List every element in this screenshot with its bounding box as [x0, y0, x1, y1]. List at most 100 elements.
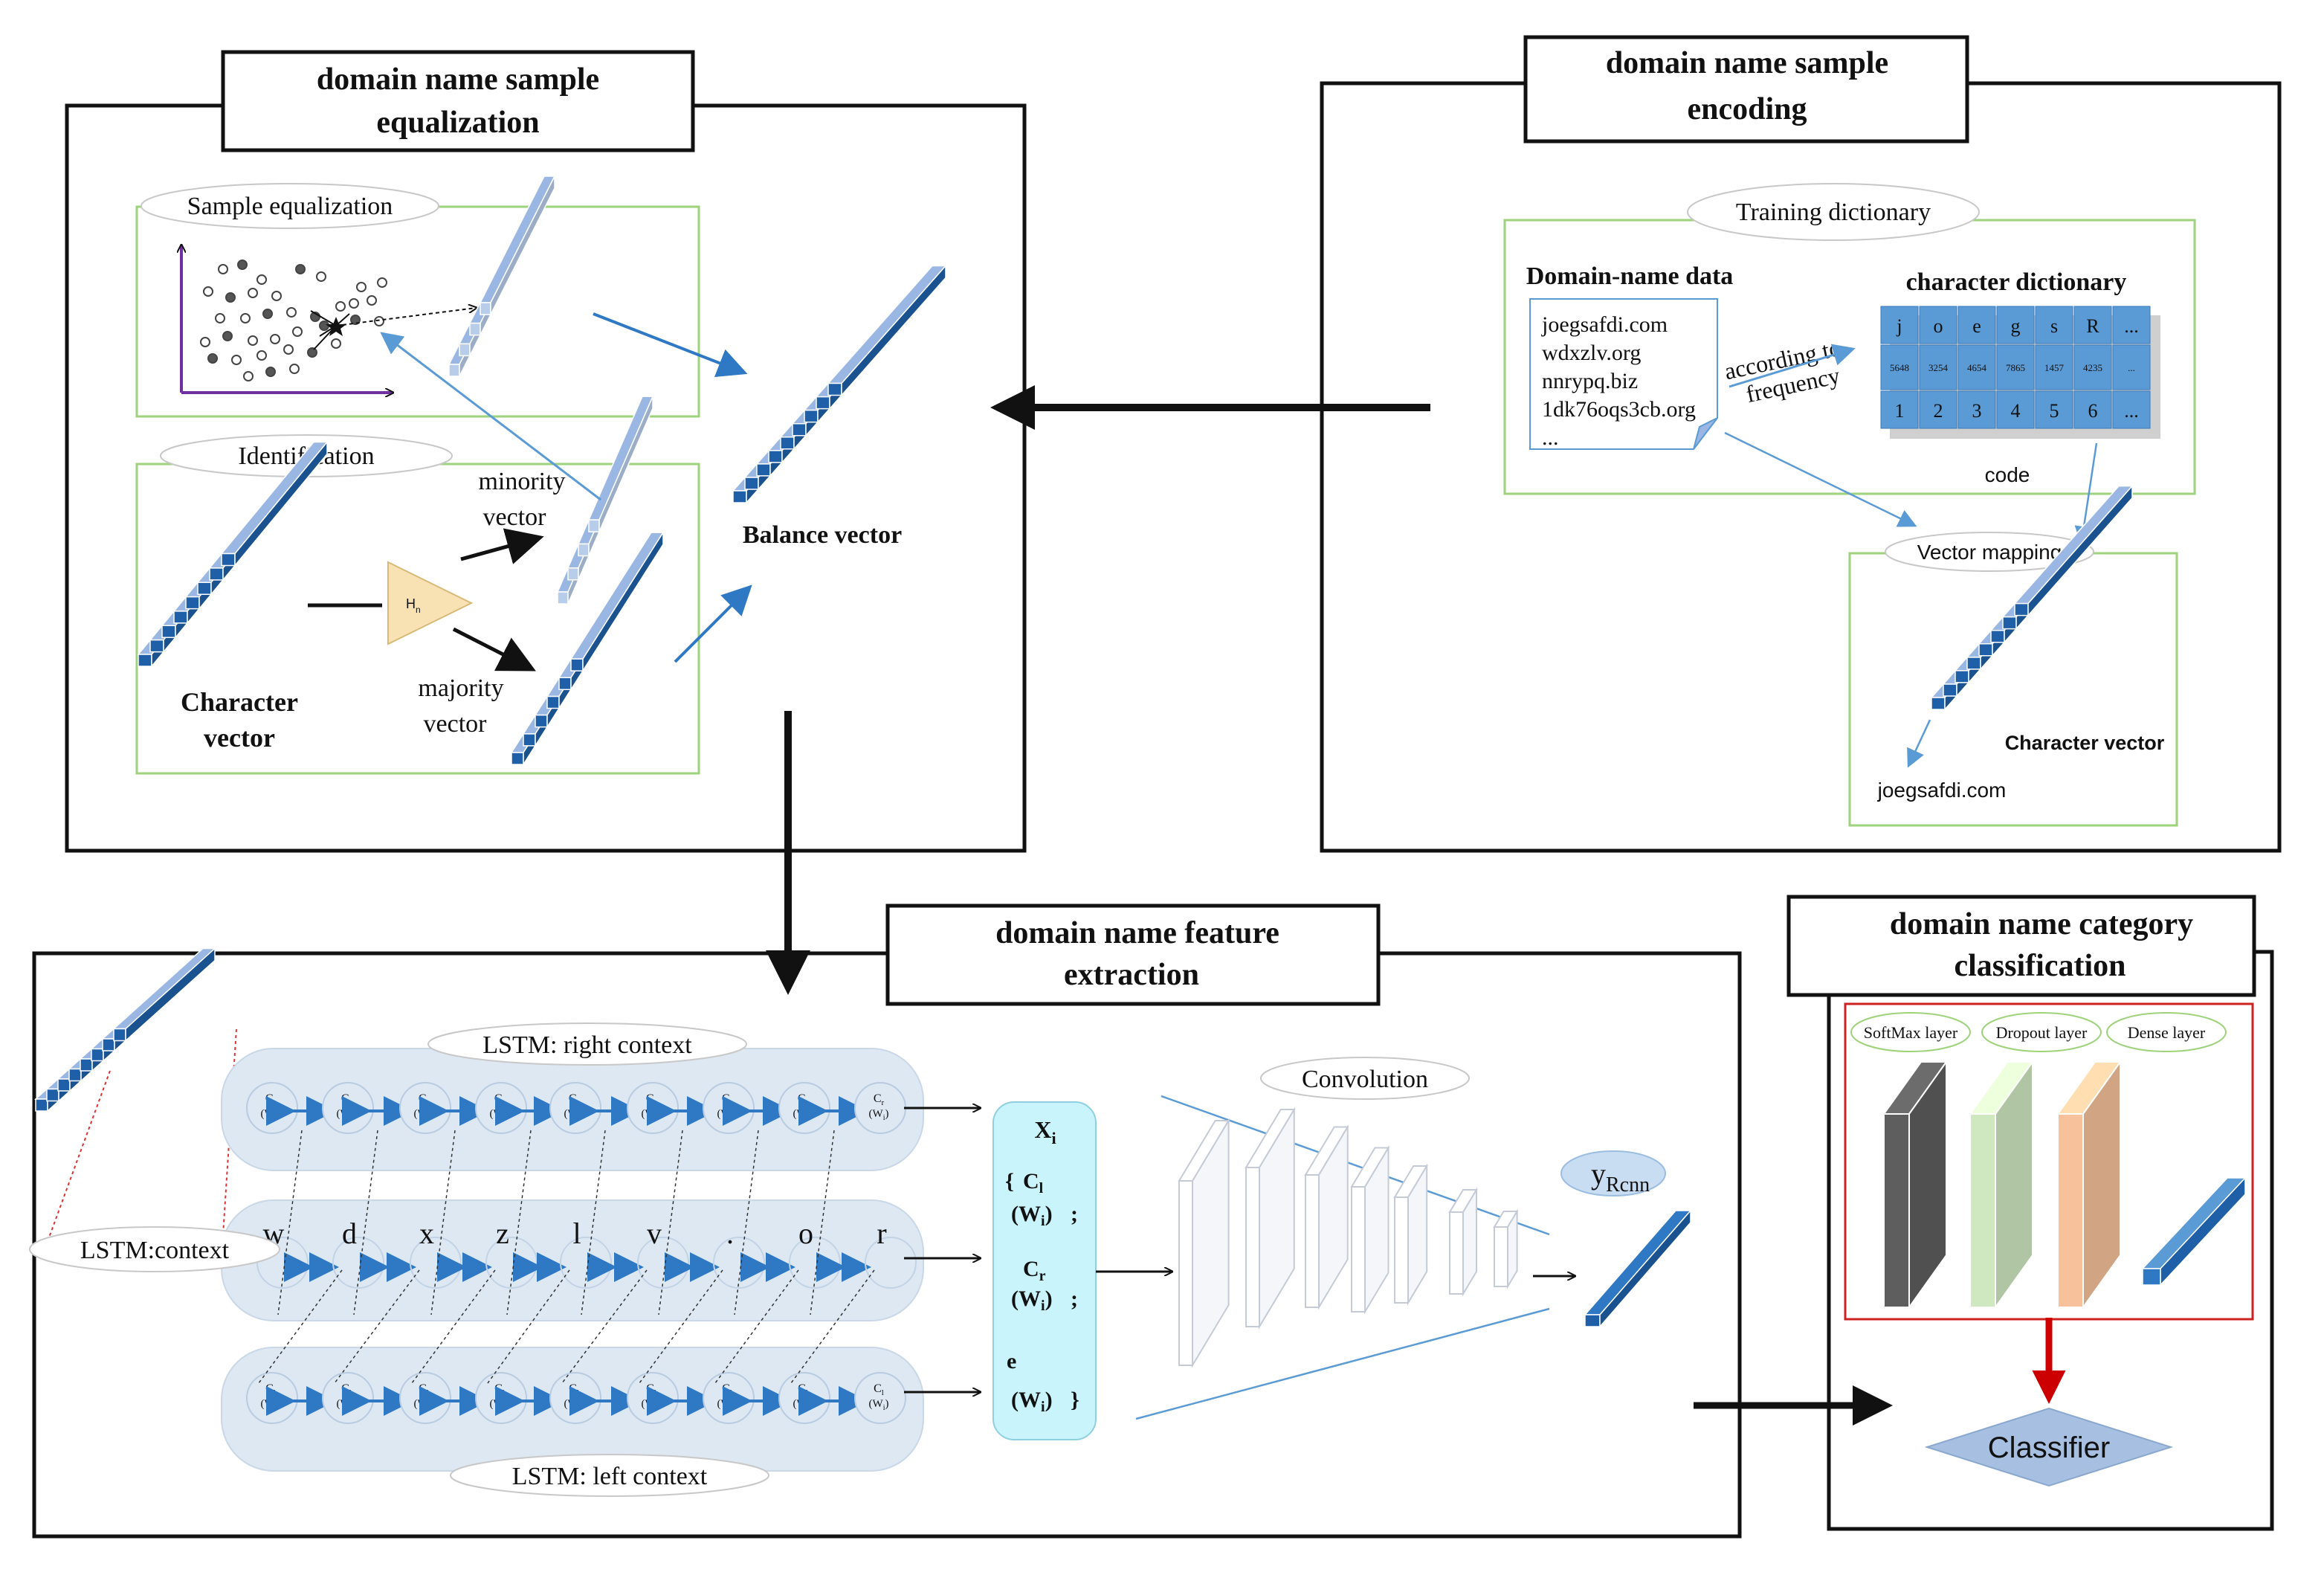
minority-slab-front	[557, 591, 569, 605]
lstm-cell-w-end: )	[809, 1108, 813, 1120]
synthetic-sample-arrow	[335, 308, 476, 326]
majority-vector-stack	[510, 530, 665, 767]
feature-title-line1: domain name feature	[995, 916, 1279, 950]
dict-cell	[2112, 306, 2151, 344]
scatter-point	[374, 316, 384, 326]
encoding-panel: domain name sample encoding Training dic…	[1320, 35, 2282, 853]
dropout-badge	[1981, 1012, 2102, 1052]
balance-slab-front	[732, 490, 747, 503]
lstm-cell-c-sub: r	[349, 1098, 352, 1107]
conv-layer-front	[1245, 1167, 1260, 1327]
dict-cell-text: s	[2050, 315, 2058, 337]
input-slab-front	[91, 1048, 104, 1062]
encoded-slab-edge	[2027, 484, 2133, 617]
char-label: o	[798, 1217, 813, 1250]
scatter-point	[248, 335, 258, 346]
majority-slab-front	[535, 714, 548, 728]
lstm-cell-c-sub: l	[654, 1388, 656, 1397]
char-label: v	[647, 1217, 662, 1250]
xi-label: Xi	[1034, 1116, 1056, 1147]
majority-slab-front	[558, 677, 572, 691]
char-slab-front	[197, 582, 212, 595]
scatter-point	[237, 260, 248, 270]
dict-cell-text: 2	[1934, 400, 1943, 422]
vector-mapping-label: Vector mapping	[1917, 541, 2062, 564]
scatter-point	[200, 337, 210, 347]
lstm-cell-w-end: )	[885, 1108, 888, 1120]
minority-line1: minority	[478, 468, 565, 495]
equalization-title-line1: domain name sample	[317, 62, 599, 97]
brace-open: {	[1005, 1169, 1014, 1194]
dict-cell-text: 5	[2050, 400, 2059, 422]
dict-cell	[2035, 390, 2073, 429]
vector-mapping-badge	[1885, 532, 2094, 572]
softmax-badge	[1850, 1012, 1971, 1052]
lstm-cell-w-end: )	[733, 1398, 737, 1410]
convolution-label: Convolution	[1302, 1066, 1428, 1093]
lstm-cell-w-end: )	[352, 1398, 356, 1410]
encoding-title-line2: encoding	[1687, 92, 1807, 126]
scatter-point	[240, 313, 251, 323]
lstm-cell-c-sub: l	[274, 1388, 276, 1397]
input-slab-edge	[125, 947, 216, 1043]
diag-top	[506, 1130, 532, 1315]
scatter-point	[377, 277, 387, 288]
char-label: r	[877, 1217, 886, 1250]
scatter-point	[270, 334, 280, 344]
equalization-title-line2: equalization	[376, 106, 539, 140]
conv-funnel-top	[1161, 1095, 1550, 1236]
output-slab-top	[2141, 1177, 2247, 1269]
dict-cell	[1919, 344, 1957, 390]
character-vector-line1: Character	[181, 687, 298, 717]
lstm-cell-w-end: )	[352, 1108, 356, 1120]
domain-entry: 1dk76oqs3cb.org	[1542, 397, 1696, 422]
domain-to-mapping-arrow	[1724, 431, 1917, 527]
scatter-points	[200, 260, 387, 381]
scatter-point	[271, 291, 282, 301]
dict-cell-text: 1	[1895, 400, 1905, 422]
dict-cell	[2073, 390, 2112, 429]
dict-cell-text: 5648	[1890, 362, 1909, 373]
dict-cell	[1957, 390, 1996, 429]
dict-cell-text: 3254	[1928, 362, 1949, 373]
conv-layer-front	[1351, 1186, 1366, 1312]
dict-cell	[1919, 306, 1957, 344]
balance-slab-front	[744, 477, 759, 490]
minority-slab-front	[567, 567, 579, 581]
dict-cell	[2112, 344, 2151, 390]
domain-entry: ...	[1542, 425, 1559, 450]
char-label: d	[342, 1217, 357, 1250]
conv-layer-front	[1449, 1211, 1464, 1295]
lstm-cell-w-end: )	[809, 1398, 813, 1410]
scatter-point	[316, 271, 326, 282]
convolution-layers	[1178, 1107, 1519, 1368]
input-slab-front	[113, 1028, 126, 1042]
scatter-point	[203, 286, 213, 297]
lstm-context-label: LSTM:context	[80, 1237, 230, 1264]
majority-slab-edge	[582, 530, 664, 673]
input-slab-front	[80, 1058, 93, 1072]
lstm-cell-c: Cl	[874, 1382, 884, 1397]
balance-slab-face	[827, 265, 947, 384]
feature-title-line2: extraction	[1064, 958, 1199, 992]
lstm-cell-c-sub: r	[427, 1098, 430, 1107]
classification-title-line2: classification	[1955, 949, 2126, 983]
scatter-point	[319, 321, 329, 331]
light-slab-front	[480, 302, 491, 315]
lstm-cell-c-sub: l	[577, 1388, 579, 1397]
conv-layer-front	[1305, 1174, 1320, 1308]
char-slab-front	[221, 553, 236, 567]
scatter-point	[307, 347, 317, 358]
brace-close: }	[1071, 1388, 1079, 1412]
vector-to-domain-arrow	[1907, 719, 1931, 768]
diag-top	[353, 1130, 378, 1315]
minority-line2: vector	[483, 503, 547, 531]
balance-slab-front	[756, 463, 771, 477]
majority-line2: vector	[424, 710, 488, 738]
classification-panel: domain name category classification Soft…	[1786, 895, 2274, 1531]
scatter-point	[256, 274, 267, 285]
dict-cell	[2073, 306, 2112, 344]
classification-layers	[1882, 1059, 2247, 1310]
lstm-cell-w-sub: i	[883, 1404, 885, 1412]
centroid-mark	[326, 317, 346, 336]
